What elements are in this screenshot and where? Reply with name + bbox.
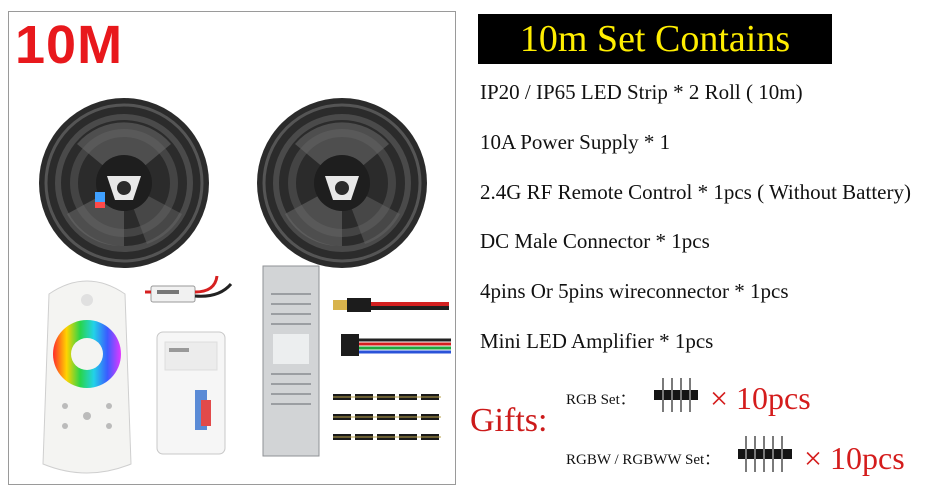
rgb-set-quantity: × 10pcs	[710, 380, 811, 416]
list-item: DC Male Connector * 1pcs	[480, 229, 710, 253]
remote-control-icon	[42, 280, 132, 474]
controller-box-icon	[156, 331, 226, 455]
power-supply-icon	[262, 265, 320, 457]
led-strip-reel-icon	[257, 98, 427, 268]
rgb-cable-icon	[341, 334, 451, 356]
rgbw-set-label: RGBW / RGBWW Set：	[566, 452, 720, 468]
length-badge: 10M	[15, 15, 124, 75]
dc-connector-icon	[333, 298, 449, 312]
pin-connector-icon	[738, 436, 792, 472]
list-item: IP20 / IP65 LED Strip * 2 Roll ( 10m)	[480, 80, 803, 104]
rgb-set-label: RGB Set：	[566, 392, 635, 408]
list-item: 10A Power Supply * 1	[480, 130, 671, 154]
list-item: 2.4G RF Remote Control * 1pcs ( Without …	[480, 180, 911, 204]
page-title: 10m Set Contains	[519, 18, 791, 60]
pin-connector-icon	[654, 378, 698, 412]
amplifier-icon	[145, 275, 233, 303]
gifts-label: Gifts:	[470, 402, 548, 439]
list-item: 4pins Or 5pins wireconnector * 1pcs	[480, 279, 789, 303]
pin-connector-icon	[333, 394, 441, 440]
rgbw-set-quantity: × 10pcs	[804, 440, 905, 476]
product-photo: 10M	[8, 11, 456, 485]
title-box: 10m Set Contains	[478, 14, 832, 64]
list-item: Mini LED Amplifier * 1pcs	[480, 329, 714, 353]
led-strip-reel-icon	[39, 98, 209, 268]
